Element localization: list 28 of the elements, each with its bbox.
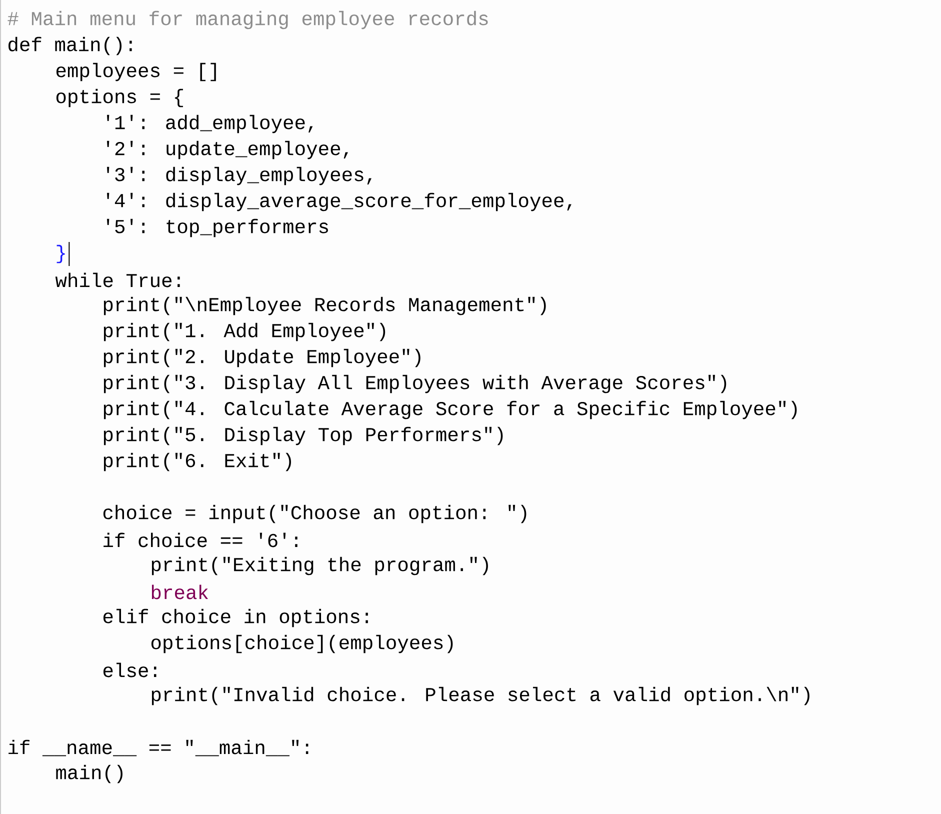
- code-line: '5': top_performers: [107, 218, 328, 238]
- code-line: print("5. Display Top Performers"): [104, 426, 503, 446]
- code-line: break: [152, 584, 208, 600]
- code-line: else:: [103, 662, 156, 678]
- code-line: print("4. Calculate Average Score for a Specific Employee"): [104, 400, 797, 420]
- code-line: print("1. Add Employee"): [104, 322, 386, 342]
- code-line: options = {: [56, 88, 183, 108]
- code-line: choice = input("Choose an option: "): [103, 504, 526, 524]
- code-line: '3': display_employees,: [107, 166, 372, 186]
- code-line: employees = []: [56, 62, 216, 82]
- code-line: if choice == '6':: [104, 532, 298, 548]
- code-line: options[choice](employees): [151, 634, 453, 654]
- code-line: while True:: [55, 272, 180, 288]
- code-line: print("Exiting the program."): [152, 556, 488, 576]
- code-line: # Main menu for managing employee records: [8, 10, 488, 30]
- code-line: print("Invalid choice. Please select a valid option.\n"): [152, 686, 810, 706]
- code-line: elif choice in options:: [103, 608, 368, 628]
- code-line: print("2. Update Employee"): [104, 348, 420, 368]
- code-line: print("\nEmployee Records Management"): [104, 296, 546, 316]
- code-line: '1': add_employee,: [107, 114, 313, 134]
- code-line: print("3. Display All Employees with Average Scores"): [104, 374, 726, 394]
- code-line: '4': display_average_score_for_employee,: [107, 192, 572, 212]
- code-line: }: [56, 244, 65, 264]
- code-line: if __name__ == "__main__":: [8, 740, 308, 756]
- code-line: main(): [56, 764, 122, 784]
- code-line: '2': update_employee,: [107, 140, 348, 160]
- code-line: def main():: [8, 36, 132, 56]
- code-line: print("6. Exit"): [104, 452, 291, 472]
